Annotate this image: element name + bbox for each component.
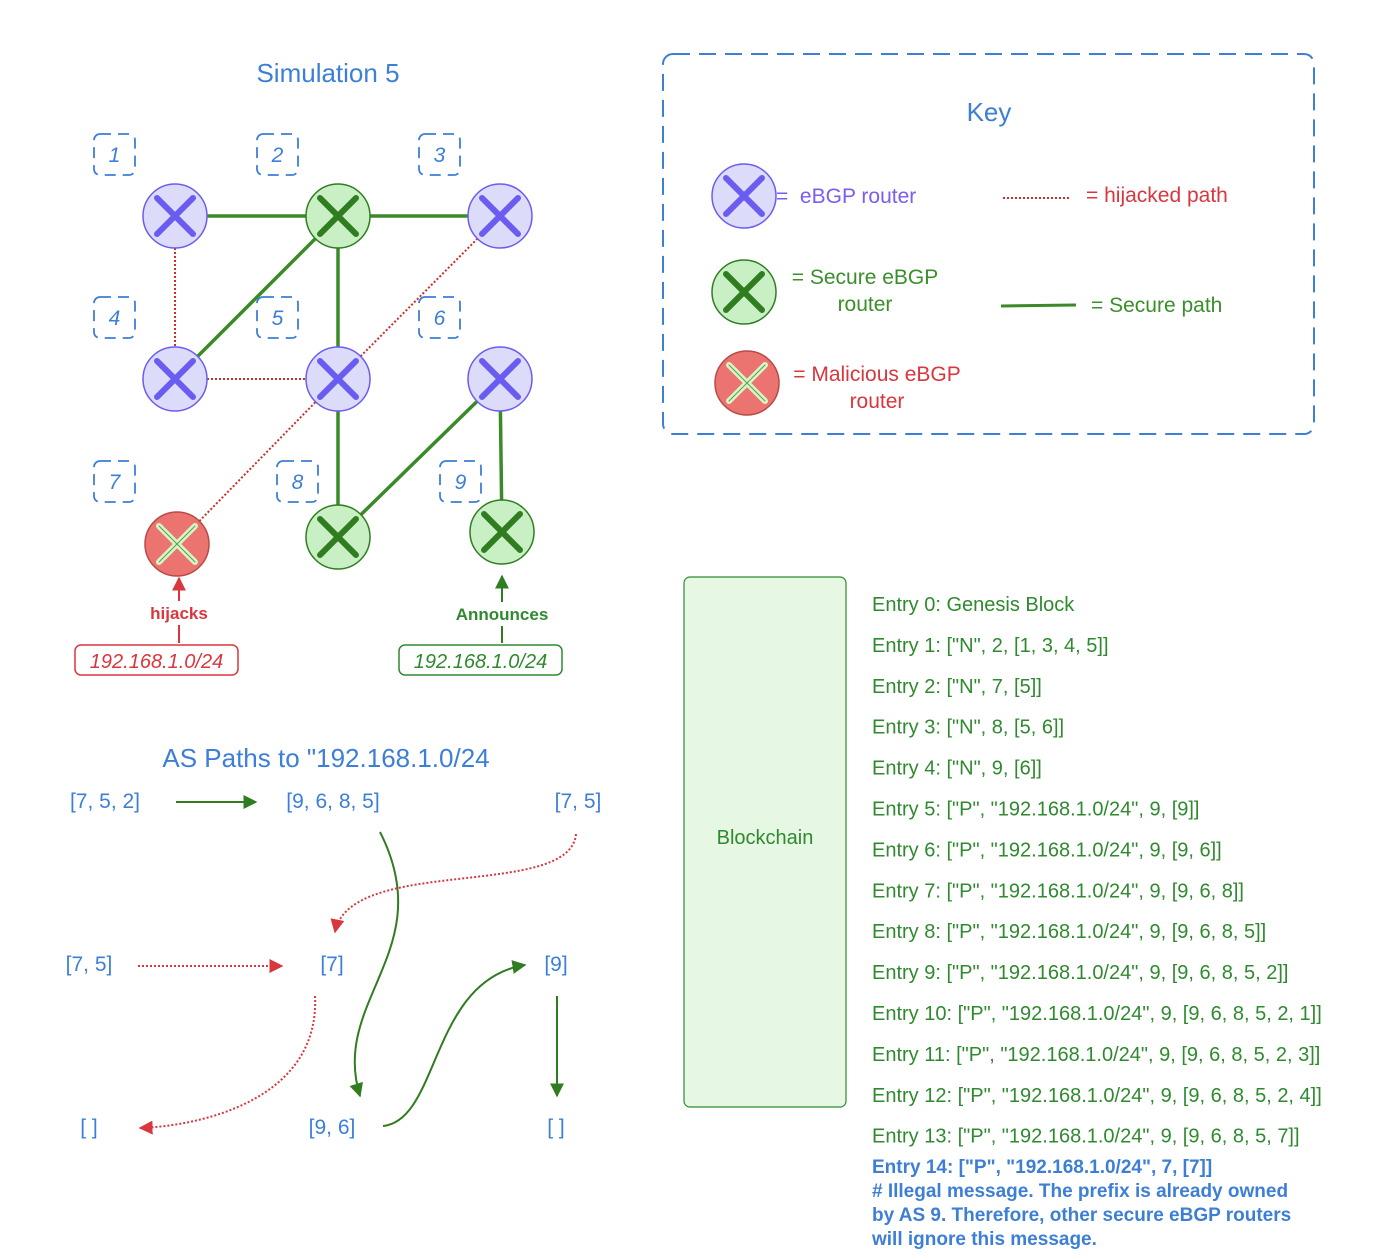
as-label-9: 9 bbox=[439, 460, 482, 503]
blockchain-entry: Entry 4: ["N", 9, [6]] bbox=[872, 758, 1042, 780]
announced-prefix: 192.168.1.0/24 bbox=[414, 651, 547, 673]
blockchain-note-line: by AS 9. Therefore, other secure eBGP ro… bbox=[872, 1205, 1291, 1226]
blockchain-note-line: will ignore this message. bbox=[871, 1229, 1097, 1250]
blockchain-entry: Entry 7: ["P", "192.168.1.0/24", 9, [9, … bbox=[872, 880, 1244, 902]
blockchain-entry: Entry 13: ["P", "192.168.1.0/24", 9, [9,… bbox=[872, 1126, 1300, 1148]
announce-annotation: Announces 192.168.1.0/24 bbox=[398, 574, 563, 676]
hijacks-label: hijacks bbox=[150, 604, 208, 623]
key-ebgp-router-label: = eBGP router bbox=[776, 185, 916, 208]
as-path-label: [7, 5, 2] bbox=[70, 790, 140, 813]
hijacked-link bbox=[176, 378, 339, 545]
as-number: 5 bbox=[272, 307, 284, 330]
blockchain-entry: Entry 6: ["P", "192.168.1.0/24", 9, [9, … bbox=[872, 839, 1222, 861]
blockchain-entry: Entry 12: ["P", "192.168.1.0/24", 9, [9,… bbox=[872, 1085, 1322, 1107]
as-path-label: [ ] bbox=[547, 1116, 565, 1139]
ebgp-router bbox=[305, 346, 371, 412]
ebgp-router bbox=[467, 183, 533, 249]
as-paths-section: AS Paths to "192.168.1.0/24 [7, 5, 2] [9… bbox=[66, 743, 602, 1139]
blockchain-entry: Entry 1: ["N", 2, [1, 3, 4, 5]] bbox=[872, 635, 1109, 657]
ebgp-router bbox=[142, 346, 208, 412]
as-path-label: [9, 6, 8, 5] bbox=[286, 790, 379, 813]
as-label-group: 1 2 3 4 5 6 7 8 bbox=[93, 133, 482, 503]
as-number: 1 bbox=[109, 144, 121, 167]
secure-link bbox=[336, 377, 502, 539]
hijacked-prefix: 192.168.1.0/24 bbox=[90, 651, 223, 673]
as-number: 3 bbox=[434, 144, 446, 167]
key-panel: Key = eBGP router = hijacked path = Secu… bbox=[662, 53, 1315, 435]
as-path-label: [9, 6] bbox=[309, 1116, 356, 1139]
key-secure-path-label: = Secure path bbox=[1091, 294, 1222, 317]
blockchain-illegal-entry: Entry 14: ["P", "192.168.1.0/24", 7, [7]… bbox=[872, 1157, 1212, 1178]
secure-router bbox=[305, 504, 371, 570]
as-label-5: 5 bbox=[256, 296, 299, 339]
blockchain-entry: Entry 9: ["P", "192.168.1.0/24", 9, [9, … bbox=[872, 962, 1288, 984]
blockchain-entry: Entry 2: ["N", 7, [5]] bbox=[872, 676, 1042, 698]
as-path-label: [7, 5] bbox=[66, 953, 113, 976]
as-number: 7 bbox=[109, 471, 122, 494]
hijacked-link bbox=[337, 215, 501, 380]
secure-link bbox=[173, 214, 340, 381]
as-label-4: 4 bbox=[93, 296, 136, 339]
path-arrow-secure bbox=[349, 831, 400, 1098]
as-path-label: [ ] bbox=[80, 1116, 98, 1139]
as-number: 6 bbox=[434, 307, 446, 330]
secure-router bbox=[469, 499, 535, 565]
hijack-annotation: hijacks 192.168.1.0/24 bbox=[74, 576, 239, 676]
as-paths-title: AS Paths to "192.168.1.0/24 bbox=[162, 743, 489, 773]
as-label-6: 6 bbox=[418, 296, 461, 339]
malicious-router-icon bbox=[714, 350, 780, 416]
key-title: Key bbox=[967, 97, 1012, 127]
as-label-1: 1 bbox=[93, 133, 136, 176]
routers-layer bbox=[142, 183, 535, 577]
blockchain-entry: Entry 5: ["P", "192.168.1.0/24", 9, [9]] bbox=[872, 799, 1199, 821]
path-arrow-hijacked bbox=[330, 833, 577, 934]
secure-path-sample bbox=[1000, 303, 1077, 308]
blockchain-box bbox=[683, 576, 847, 1108]
key-malicious-line2: router bbox=[850, 390, 905, 413]
blockchain-entry: Entry 3: ["N", 8, [5, 6]] bbox=[872, 717, 1064, 739]
as-number: 4 bbox=[109, 307, 121, 330]
blockchain-entry: Entry 10: ["P", "192.168.1.0/24", 9, [9,… bbox=[872, 1003, 1322, 1025]
announces-label: Announces bbox=[456, 605, 549, 624]
diagram-title: Simulation 5 bbox=[256, 58, 399, 88]
as-number: 8 bbox=[292, 471, 304, 494]
as-number: 9 bbox=[455, 471, 467, 494]
malicious-router bbox=[144, 511, 210, 577]
key-secure-router-line1: = Secure eBGP bbox=[792, 266, 939, 289]
blockchain-entry: Entry 0: Genesis Block bbox=[872, 594, 1075, 616]
secure-router bbox=[305, 183, 371, 249]
ebgp-router-icon bbox=[711, 163, 777, 229]
secure-router-icon bbox=[711, 259, 777, 325]
ebgp-router bbox=[142, 183, 208, 249]
ebgp-router bbox=[467, 346, 533, 412]
as-path-label: [9] bbox=[544, 953, 567, 976]
as-label-7: 7 bbox=[93, 460, 136, 503]
as-path-label: [7] bbox=[320, 953, 343, 976]
as-label-3: 3 bbox=[418, 133, 461, 176]
key-hijacked-path-label: = hijacked path bbox=[1086, 184, 1228, 207]
blockchain-entry: Entry 8: ["P", "192.168.1.0/24", 9, [9, … bbox=[872, 921, 1266, 943]
as-number: 2 bbox=[271, 144, 284, 167]
key-malicious-line1: = Malicious eBGP bbox=[793, 363, 961, 386]
as-path-label: [7, 5] bbox=[555, 790, 602, 813]
key-secure-router-line2: router bbox=[838, 293, 893, 316]
blockchain-entry: Entry 11: ["P", "192.168.1.0/24", 9, [9,… bbox=[872, 1044, 1320, 1066]
as-label-8: 8 bbox=[276, 460, 319, 503]
path-arrow-hijacked bbox=[138, 995, 317, 1135]
blockchain-note-line: # Illegal message. The prefix is already… bbox=[872, 1181, 1288, 1202]
blockchain-label: Blockchain bbox=[717, 827, 814, 849]
as-label-2: 2 bbox=[256, 133, 299, 176]
path-arrow-secure bbox=[382, 960, 527, 1127]
